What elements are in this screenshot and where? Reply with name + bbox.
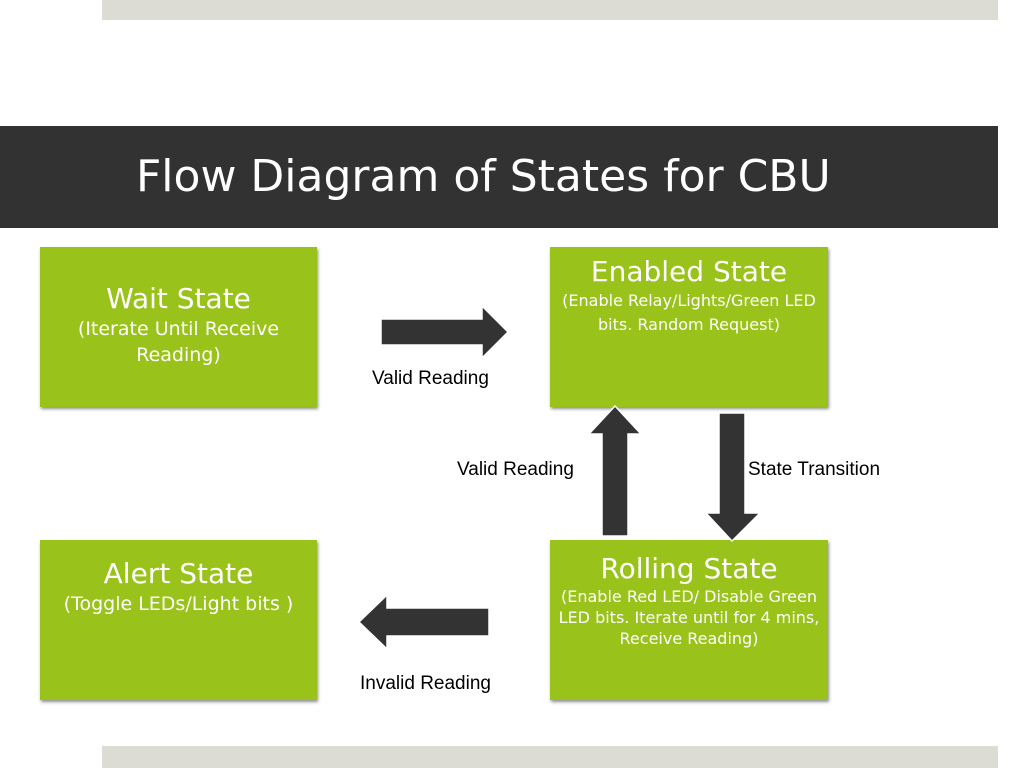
wait-state-box: Wait State (Iterate Until Receive Readin…: [40, 247, 317, 407]
slide-title: Flow Diagram of States for CBU: [136, 151, 831, 202]
bottom-band: [102, 746, 998, 768]
alert-state-box: Alert State (Toggle LEDs/Light bits ): [40, 540, 317, 700]
down-arrow-icon: [704, 412, 762, 543]
rolling-state-box: Rolling State (Enable Red LED/ Disable G…: [550, 540, 828, 700]
enabled-state-name: Enabled State: [590, 255, 788, 288]
invalid-reading-label: Invalid Reading: [360, 673, 491, 694]
valid-reading-label-return: Valid Reading: [457, 459, 574, 480]
wait-state-name: Wait State: [106, 282, 251, 315]
rolling-state-name: Rolling State: [600, 552, 778, 585]
enabled-state-desc: (Enable Relay/Lights/Green LED bits. Ran…: [562, 291, 816, 334]
title-bar: [0, 126, 998, 228]
alert-state-desc: (Toggle LEDs/Light bits ): [63, 593, 294, 615]
left-arrow-icon: [357, 593, 490, 651]
alert-state-name: Alert State: [103, 557, 254, 590]
right-arrow-icon: [380, 304, 510, 360]
valid-reading-label: Valid Reading: [372, 368, 489, 389]
up-arrow-icon: [587, 404, 643, 537]
rolling-state-desc: (Enable Red LED/ Disable Green LED bits.…: [558, 587, 820, 648]
state-transition-label: State Transition: [748, 459, 881, 480]
top-band: [102, 0, 998, 20]
wait-state-desc: (Iterate Until Receive Reading): [77, 318, 280, 366]
enabled-state-box: Enabled State (Enable Relay/Lights/Green…: [550, 247, 828, 407]
